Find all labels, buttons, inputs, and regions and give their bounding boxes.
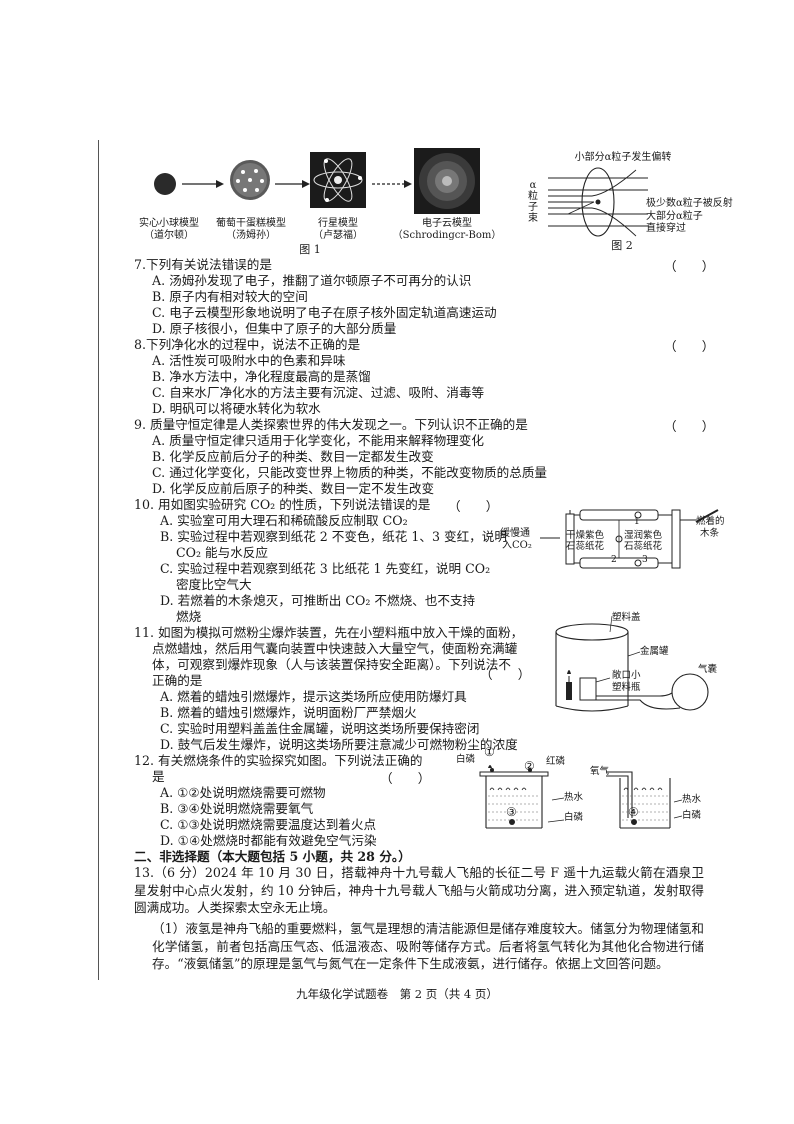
q10-fig-n3: 3 — [642, 555, 648, 565]
q7-option-d: D. 原子核很小，但集中了原子的大部分质量 — [152, 321, 397, 336]
q8-option-a: A. 活性炭可吸附水中的色素和异味 — [152, 353, 346, 368]
q10-fig-n1: 1 — [634, 517, 640, 527]
q10-fig-stick2: 木条 — [700, 528, 720, 539]
q12-fig-oxygen: 氧气 — [590, 766, 610, 777]
q9-option-b: B. 化学反应前后分子的种类、数目一定都发生改变 — [152, 449, 434, 464]
q11-option-c: C. 实验时用塑料盖盖住金属罐，说明这类场所要保持密闭 — [160, 721, 480, 736]
q11-answer-paren: （ ） — [480, 667, 531, 682]
q12-fig-white-p: 白磷 — [456, 754, 476, 765]
fig1-caption: 图 1 — [299, 243, 321, 256]
q10-fig-wet2: 石蕊纸花 — [624, 541, 663, 552]
q12-fig-white-p2: 白磷 — [564, 812, 584, 823]
electron-cloud-model — [414, 148, 480, 214]
q10-fig-co2: 入CO₂ — [502, 540, 532, 551]
figure-2: 小部分α粒子发生偏转 α粒子束 极少数α粒子被反射 大部分α粒子 直接穿过 图 … — [528, 152, 733, 256]
q11-option-b: B. 燃着的蜡烛引燃爆炸，说明面粉厂严禁烟火 — [160, 705, 417, 720]
q10-option-b: B. 实验过程中若观察到纸花 2 不变色，纸花 1、3 变红，说明 — [160, 529, 507, 544]
atom-models-diagram — [154, 148, 480, 214]
q8-option-b: B. 净水方法中，净化程度最高的是蒸馏 — [152, 369, 371, 384]
q7-option-a: A. 汤姆孙发现了电子，推翻了道尔顿原子不可再分的认识 — [152, 273, 472, 288]
fig1-label-cloud: 电子云模型（Schrodingcr-Bom） — [392, 218, 502, 241]
q11-fig-can: 金属罐 — [640, 646, 669, 657]
plum-pudding-model — [230, 160, 270, 200]
q12-fig-hot-water: 热水 — [564, 792, 584, 803]
q12-fig-c4: ④ — [628, 805, 639, 819]
q9-option-a: A. 质量守恒定律只适用于化学变化，不能用来解释物理变化 — [152, 433, 484, 448]
q8-stem: 8.下列净化水的过程中，说法不正确的是 — [134, 337, 361, 352]
q11-option-a: A. 燃着的蜡烛引燃爆炸，提示这类场所应使用防爆灯具 — [160, 689, 467, 704]
q11-stem-line2: 点燃蜡烛，然后用气囊向装置中快速鼓入大量空气，使面粉充满罐 — [152, 641, 518, 656]
q12-fig-red-p: 红磷 — [546, 756, 566, 767]
planetary-model — [310, 152, 366, 208]
q12-fig-c2: ② — [524, 759, 535, 773]
q10-fig-wet1: 湿润紫色 — [624, 530, 663, 541]
binding-margin-line — [98, 140, 99, 980]
q9-option-c: C. 通过化学变化，只能改变世界上物质的种类，不能改变物质的总质量 — [152, 465, 548, 480]
q12-stem-line1: 12. 有关燃烧条件的实验探究如图。下列说法正确的 — [134, 753, 423, 768]
q12-fig-c3: ③ — [506, 805, 517, 819]
q10-option-d: D. 若燃着的木条熄灭，可推断出 CO₂ 不燃烧、也不支持 — [160, 593, 476, 608]
q11-fig-lid: 塑料盖 — [612, 612, 641, 623]
alpha-scattering-diagram — [548, 167, 648, 237]
dalton-solid-sphere — [154, 173, 176, 195]
q7-option-b: B. 原子内有相对较大的空间 — [152, 289, 308, 304]
q9-answer-paren: （ ） — [664, 419, 715, 434]
q12-stem-line2: 是 — [152, 769, 165, 784]
q12-option-b: B. ③④处说明燃烧需要氧气 — [160, 801, 314, 816]
q12-fig-c1: ① — [484, 745, 495, 759]
page-footer: 九年级化学试题卷 第 2 页（共 4 页） — [296, 987, 498, 1001]
q10-option-d-cont: 燃烧 — [176, 609, 202, 624]
q9-stem: 9. 质量守恒定律是人类探索世界的伟大发现之一。下列认识不正确的是 — [134, 417, 528, 432]
q11-stem-line1: 11. 如图为模拟可燃粉尘爆炸装置，先在小塑料瓶中放入干燥的面粉， — [134, 625, 524, 640]
q8-option-d: D. 明矾可以将硬水转化为软水 — [152, 401, 321, 416]
q8-answer-paren: （ ） — [664, 339, 715, 354]
q11-fig-bottle1: 敞口小 — [612, 670, 641, 681]
q11-stem-line4: 正确的是 — [152, 673, 203, 688]
fig2-label-deflect: 小部分α粒子发生偏转 — [574, 152, 672, 163]
q10-fig-slow: 缓慢通 — [500, 528, 530, 539]
q12-option-d: D. ①④处燃烧时都能有效避免空气污染 — [160, 833, 377, 848]
fig2-label-through2: 直接穿过 — [646, 223, 686, 234]
q8-option-c: C. 自来水厂净化水的方法主要有沉淀、过滤、吸附、消毒等 — [152, 385, 485, 400]
q7-stem: 7.下列有关说法错误的是 — [134, 257, 272, 272]
q11-fig-bag: 气囊 — [698, 664, 718, 675]
fig2-label-through1: 大部分α粒子 — [646, 211, 703, 222]
q12-fig-hot-water2: 热水 — [682, 794, 702, 805]
q10-option-c-cont: 密度比空气大 — [176, 577, 252, 592]
q11-fig-bottle2: 塑料瓶 — [612, 682, 641, 693]
q12-option-a: A. ①②处说明燃烧需要可燃物 — [160, 785, 326, 800]
q10-stem: 10. 用如图实验研究 CO₂ 的性质，下列说法错误的是 — [134, 497, 431, 512]
q12-combustion-apparatus: 白磷 ① ② 红磷 热水 ③ 白磷 氧气 ④ 热水 白磷 — [456, 745, 716, 834]
q10-fig-dry2: 石蕊纸花 — [566, 541, 605, 552]
fig1-label-thomson: 葡萄干蛋糕模型（汤姆孙） — [216, 218, 286, 241]
q12-option-c: C. ①③处说明燃烧需要温度达到着火点 — [160, 817, 377, 832]
q10-co2-apparatus: 缓慢通 入CO₂ 干燥紫色 石蕊纸花 湿润紫色 石蕊纸花 燃着的 木条 1 2 … — [500, 500, 730, 580]
q10-fig-dry1: 干燥紫色 — [566, 530, 605, 541]
q11-dust-explosion-apparatus: 塑料盖 金属罐 敞口小 塑料瓶 气囊 — [540, 612, 730, 732]
q12-fig-white-p3: 白磷 — [682, 810, 702, 821]
q9-option-d: D. 化学反应前后原子的种类、数目一定不发生改变 — [152, 481, 435, 496]
q10-option-a: A. 实验室可用大理石和稀硫酸反应制取 CO₂ — [160, 513, 408, 528]
q10-option-b-cont: CO₂ 能与水反应 — [176, 545, 268, 560]
fig1-label-dalton: 实心小球模型（道尔顿） — [139, 218, 199, 241]
q10-answer-paren: （ ） — [448, 499, 499, 514]
section-2-heading: 二、非选择题（本大题包括 5 小题，共 28 分。） — [134, 849, 411, 864]
q13-intro: 13.（6 分）2024 年 10 月 30 日，搭载神舟十九号载人飞船的长征二… — [134, 865, 704, 915]
q12-answer-paren: （ ） — [380, 771, 431, 786]
fig2-label-beam: α粒子束 — [528, 180, 538, 224]
q11-stem-line3: 体，可观察到爆炸现象（人与该装置保持安全距离）。下列说法不 — [152, 657, 511, 672]
q11-option-d: D. 鼓气后发生爆炸，说明这类场所要注意减少可燃物粉尘的浓度 — [160, 737, 518, 752]
q7-answer-paren: （ ） — [664, 259, 715, 274]
q10-option-c: C. 实验过程中若观察到纸花 3 比纸花 1 先变红，说明 CO₂ — [160, 561, 491, 576]
figure-1: 实心小球模型（道尔顿） 葡萄干蛋糕模型（汤姆孙） 行星模型（卢瑟福） 电子云模型… — [130, 148, 510, 258]
q7-option-c: C. 电子云模型形象地说明了电子在原子核外固定轨道高速运动 — [152, 305, 497, 320]
q10-fig-stick1: 燃着的 — [696, 516, 725, 527]
q13-part-1: （1）液氢是神舟飞船的重要燃料，氢气是理想的清洁能源但是储存难度较大。储氢分为物… — [152, 921, 704, 971]
fig2-label-reflect: 极少数α粒子被反射 — [646, 198, 733, 209]
fig1-label-rutherford: 行星模型（卢瑟福） — [313, 218, 363, 241]
fig2-caption: 图 2 — [611, 239, 633, 252]
q10-fig-n2: 2 — [611, 555, 617, 565]
